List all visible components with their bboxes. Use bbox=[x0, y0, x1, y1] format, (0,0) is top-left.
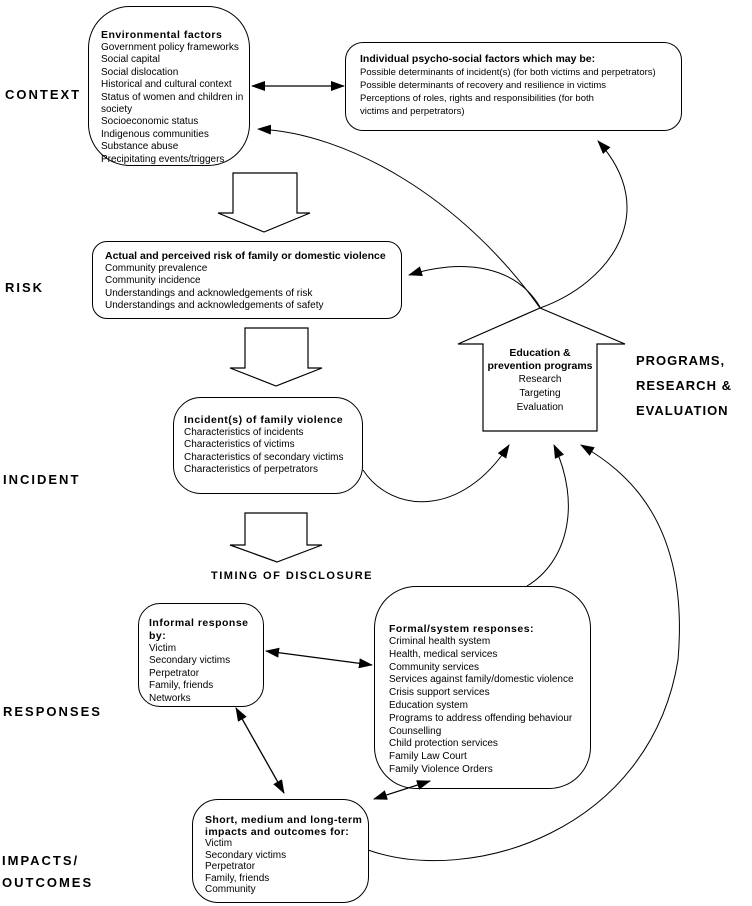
stage-label-risk: RISK bbox=[5, 280, 45, 295]
box-environmental-factors: Environmental factors Government policy … bbox=[88, 6, 250, 166]
link-informal-formal bbox=[265, 647, 373, 669]
box-item: Understandings and acknowledgements of r… bbox=[105, 287, 313, 299]
box-title: Formal/system responses: bbox=[389, 623, 535, 635]
education-item: Targeting bbox=[519, 388, 561, 399]
box-risk: Actual and perceived risk of family or d… bbox=[92, 241, 402, 319]
box-item: Family Violence Orders bbox=[389, 763, 493, 775]
box-item: Services against family/domestic violenc… bbox=[389, 674, 574, 686]
programs-research-evaluation-label: PROGRAMS, RESEARCH & EVALUATION bbox=[636, 348, 732, 423]
box-item: Crisis support services bbox=[389, 687, 490, 699]
box-item: Indigenous communities bbox=[101, 128, 209, 140]
box-impacts-outcomes: Short, medium and long-term impacts and … bbox=[192, 799, 369, 903]
education-item: Research bbox=[518, 374, 562, 385]
box-item: Characteristics of incidents bbox=[184, 427, 304, 438]
box-item: Perpetrator bbox=[149, 667, 200, 679]
box-item: Socioeconomic status bbox=[101, 116, 199, 128]
box-title: Individual psycho-social factors which m… bbox=[360, 53, 596, 65]
box-item: Criminal health system bbox=[389, 636, 491, 647]
box-informal-response: Informal response by: Victim Secondary v… bbox=[138, 603, 264, 707]
curve-programs-to-risk bbox=[408, 266, 541, 308]
link-informal-impacts bbox=[235, 707, 285, 794]
flow-arrow-context-to-risk bbox=[217, 172, 311, 233]
education-programs-text: Education & prevention programs Research… bbox=[484, 347, 596, 415]
box-title-line2: impacts and outcomes for: bbox=[205, 826, 350, 838]
stage-label-impacts-line1: IMPACTS/ bbox=[2, 853, 80, 868]
box-item: Community incidence bbox=[105, 275, 201, 287]
programs-label-line3: EVALUATION bbox=[636, 403, 729, 418]
box-item: Community prevalence bbox=[105, 263, 208, 274]
box-item: Government policy frameworks bbox=[101, 42, 239, 53]
box-incident: Incident(s) of family violence Character… bbox=[173, 397, 363, 494]
box-item: Characteristics of secondary victims bbox=[184, 451, 344, 463]
curve-formal-to-programs bbox=[526, 444, 569, 587]
education-item: Evaluation bbox=[516, 402, 564, 413]
programs-label-line2: RESEARCH & bbox=[636, 378, 732, 393]
box-item: victims and perpetrators) bbox=[360, 106, 465, 117]
box-item: Perceptions of roles, rights and respons… bbox=[360, 93, 594, 104]
box-item: Secondary victims bbox=[149, 655, 231, 667]
stage-label-impacts-line2: OUTCOMES bbox=[2, 875, 94, 890]
box-item: Social capital bbox=[101, 54, 160, 66]
education-title-line2: prevention programs bbox=[487, 360, 593, 372]
box-title: Actual and perceived risk of family or d… bbox=[105, 250, 386, 262]
box-item: Possible determinants of incident(s) (fo… bbox=[360, 67, 656, 78]
box-item: Secondary victims bbox=[205, 849, 287, 861]
box-individual-psychosocial-factors: Individual psycho-social factors which m… bbox=[345, 42, 682, 131]
box-item: Possible determinants of recovery and re… bbox=[360, 80, 607, 91]
box-item: Networks bbox=[149, 692, 191, 704]
box-item: Characteristics of perpetrators bbox=[184, 464, 318, 476]
timing-of-disclosure-label: TIMING OF DISCLOSURE bbox=[211, 570, 373, 582]
curve-incident-to-programs bbox=[362, 444, 510, 503]
box-item: Child protection services bbox=[389, 738, 498, 750]
programs-label-line1: PROGRAMS, bbox=[636, 353, 726, 368]
box-item: Community bbox=[205, 884, 256, 895]
box-item: Health, medical services bbox=[389, 648, 498, 660]
box-item: Understandings and acknowledgements of s… bbox=[105, 300, 324, 312]
box-item: Substance abuse bbox=[101, 141, 179, 153]
box-item: Precipitating events/triggers bbox=[101, 153, 225, 165]
box-item: Perpetrator bbox=[205, 861, 256, 872]
box-item: Victim bbox=[149, 643, 177, 654]
box-item: Status of women and children in society bbox=[101, 91, 244, 116]
box-title: Incident(s) of family violence bbox=[184, 414, 344, 426]
stage-label-impacts-outcomes: IMPACTS/ OUTCOMES bbox=[2, 850, 93, 894]
box-item: Victim bbox=[205, 838, 233, 849]
flow-arrow-risk-to-incident bbox=[229, 327, 323, 387]
box-item: Social dislocation bbox=[101, 66, 179, 78]
box-item: Characteristics of victims bbox=[184, 439, 295, 451]
box-item: Education system bbox=[389, 699, 468, 711]
box-item: Programs to address offending behaviour bbox=[389, 712, 573, 724]
box-item: Family, friends bbox=[149, 680, 214, 692]
education-title-line1: Education & bbox=[509, 347, 571, 359]
box-item: Family, friends bbox=[205, 872, 270, 884]
box-item: Historical and cultural context bbox=[101, 79, 232, 91]
box-formal-system-responses: Formal/system responses: Criminal health… bbox=[374, 586, 591, 789]
box-title: Informal response by: bbox=[149, 617, 249, 642]
stage-label-context: CONTEXT bbox=[5, 87, 82, 102]
box-item: Counselling bbox=[389, 725, 442, 737]
stage-label-responses: RESPONSES bbox=[3, 704, 102, 719]
curve-programs-to-individual bbox=[539, 140, 628, 309]
box-title-line1: Short, medium and long-term bbox=[205, 814, 363, 826]
box-item: Family Law Court bbox=[389, 751, 467, 763]
stage-label-incident: INCIDENT bbox=[3, 472, 81, 487]
flow-arrow-incident-to-timing bbox=[229, 512, 323, 563]
box-title: Environmental factors bbox=[101, 29, 223, 41]
box-item: Community services bbox=[389, 661, 480, 673]
